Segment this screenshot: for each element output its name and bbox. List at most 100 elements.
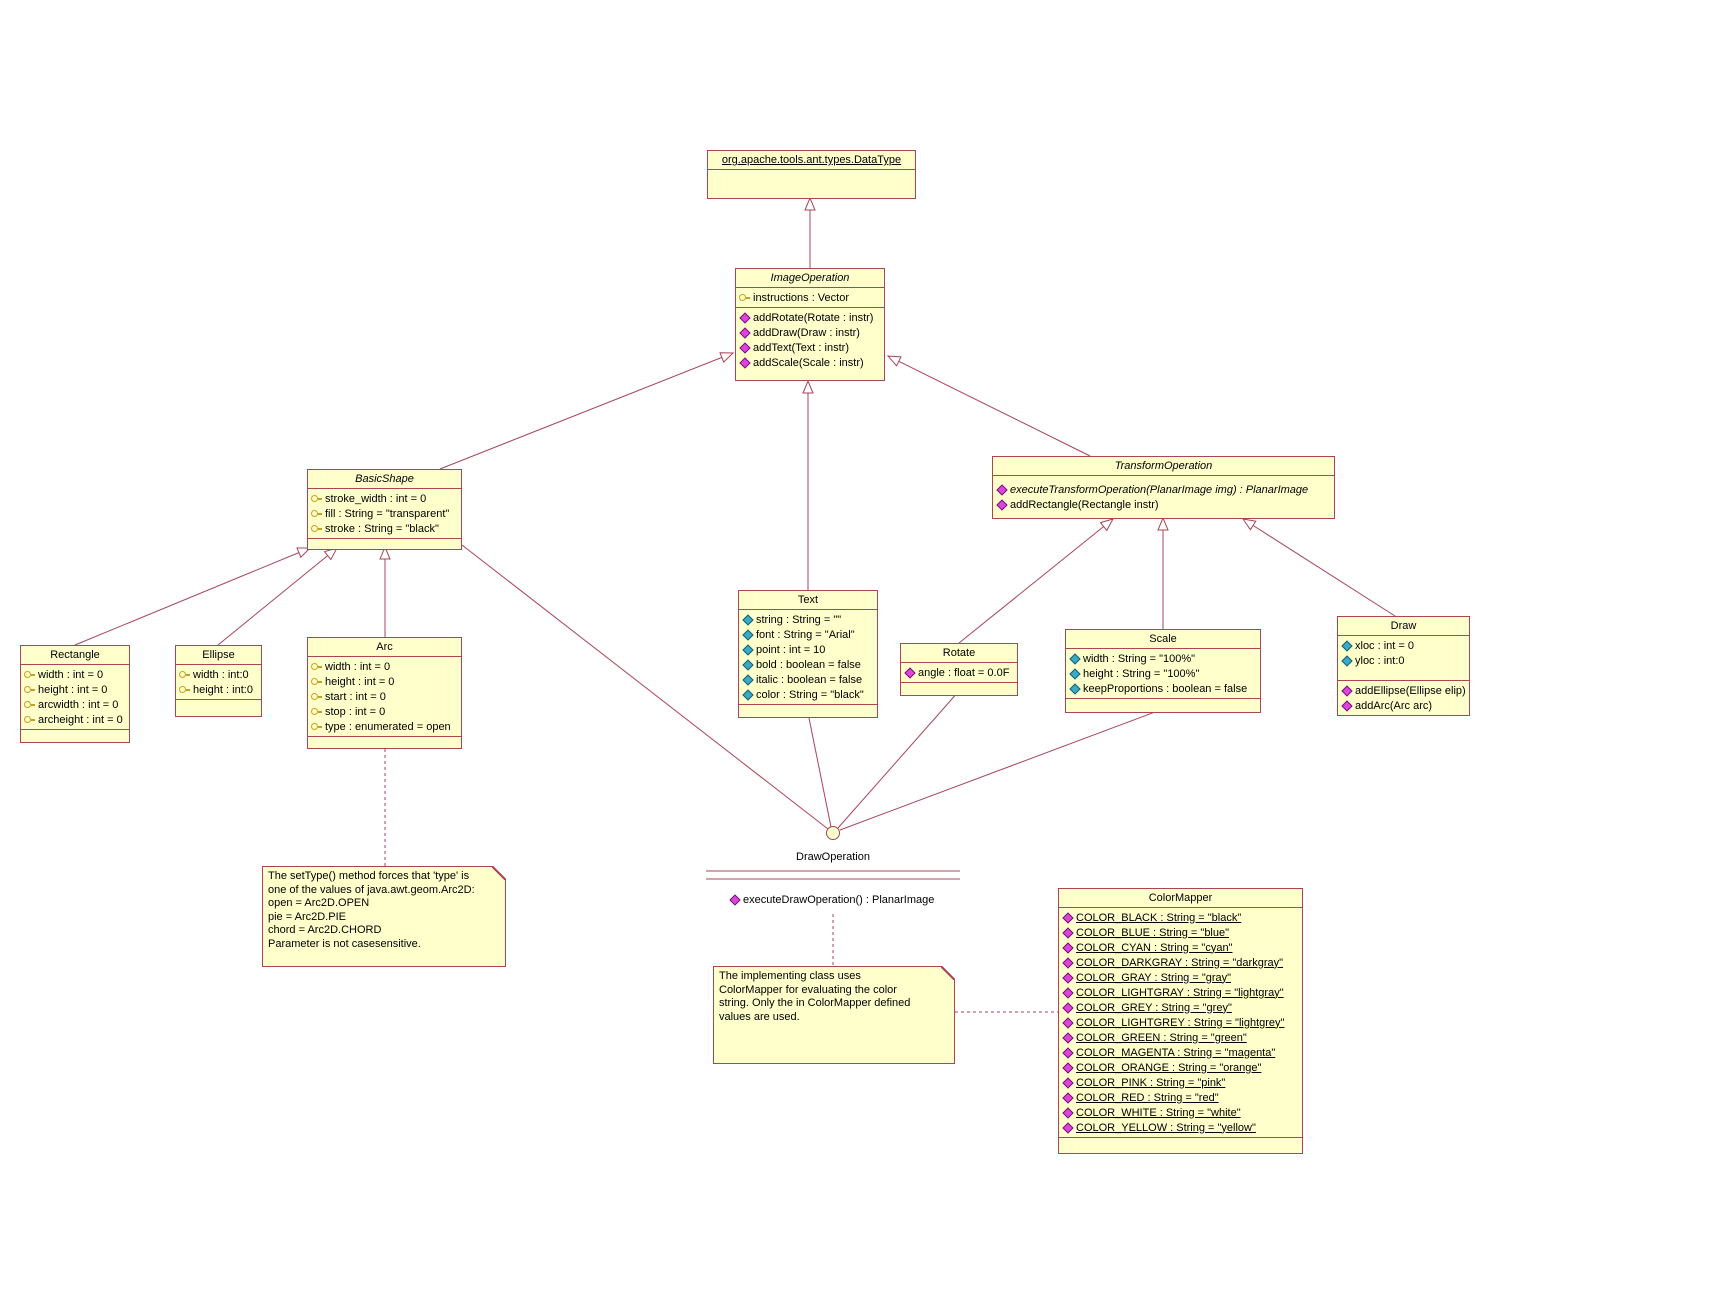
generalization-rotate-transformoperation bbox=[958, 518, 1115, 644]
member-visibility-icon bbox=[1062, 972, 1073, 983]
member-visibility-icon bbox=[1062, 1107, 1073, 1118]
member-visibility-icon bbox=[1062, 987, 1073, 998]
member-visibility-icon bbox=[311, 691, 322, 702]
member-row: width : String = "100%" bbox=[1067, 651, 1259, 666]
member-row: xloc : int = 0 bbox=[1339, 638, 1468, 653]
realization-scale-drawoperation bbox=[839, 708, 1164, 831]
member-text: fill : String = "transparent" bbox=[325, 507, 450, 520]
realization-rotate-drawoperation bbox=[837, 690, 960, 829]
member-row: COLOR_BLUE : String = "blue" bbox=[1060, 925, 1301, 940]
member-text: width : int = 0 bbox=[38, 668, 104, 681]
member-visibility-icon bbox=[904, 667, 915, 678]
member-row: instructions : Vector bbox=[737, 290, 883, 305]
class-arc[interactable]: Arc width : int = 0 height : int = 0 sta… bbox=[307, 637, 462, 749]
class-colormapper[interactable]: ColorMapper COLOR_BLACK : String = "blac… bbox=[1058, 888, 1303, 1154]
member-visibility-icon bbox=[311, 523, 322, 534]
member-text: archeight : int = 0 bbox=[38, 713, 123, 726]
member-text: COLOR_LIGHTGREY : String = "lightgrey" bbox=[1076, 1016, 1285, 1029]
member-visibility-icon bbox=[179, 669, 190, 680]
member-row: stroke : String = "black" bbox=[309, 521, 460, 536]
member-visibility-icon bbox=[1341, 640, 1352, 651]
member-row: COLOR_PINK : String = "pink" bbox=[1060, 1075, 1301, 1090]
member-text: type : enumerated = open bbox=[325, 720, 451, 733]
member-row: height : int = 0 bbox=[309, 674, 460, 689]
note-arc-settype[interactable]: The setType() method forces that 'type' … bbox=[262, 866, 506, 967]
interface-lollipop bbox=[826, 826, 840, 840]
note-text: The implementing class uses ColorMapper … bbox=[719, 970, 911, 1023]
class-ellipse[interactable]: Ellipse width : int:0 height : int:0 bbox=[175, 645, 262, 717]
attributes-compartment: width : String = "100%" height : String … bbox=[1066, 648, 1260, 698]
member-visibility-icon bbox=[1062, 1077, 1073, 1088]
member-text: height : int = 0 bbox=[38, 683, 108, 696]
note-text: The setType() method forces that 'type' … bbox=[268, 870, 475, 950]
member-visibility-icon bbox=[311, 508, 322, 519]
member-visibility-icon bbox=[1069, 683, 1080, 694]
member-row: addRotate(Rotate : instr) bbox=[737, 310, 883, 325]
member-visibility-icon bbox=[739, 327, 750, 338]
class-name: org.apache.tools.ant.types.DataType bbox=[721, 154, 902, 166]
class-name: ColorMapper bbox=[1148, 892, 1213, 904]
member-text: COLOR_BLUE : String = "blue" bbox=[1076, 926, 1230, 939]
attributes-compartment: xloc : int = 0 yloc : int:0 bbox=[1338, 635, 1469, 680]
attributes-compartment: width : int = 0 height : int = 0 arcwidt… bbox=[21, 664, 129, 729]
member-visibility-icon bbox=[739, 342, 750, 353]
class-name: Scale bbox=[1149, 633, 1177, 645]
class-rectangle[interactable]: Rectangle width : int = 0 height : int =… bbox=[20, 645, 130, 743]
class-text[interactable]: Text string : String = "" font : String … bbox=[738, 590, 878, 718]
member-text: COLOR_PINK : String = "pink" bbox=[1076, 1076, 1226, 1089]
member-row: width : int = 0 bbox=[309, 659, 460, 674]
member-row: COLOR_CYAN : String = "cyan" bbox=[1060, 940, 1301, 955]
class-basicshape[interactable]: BasicShape stroke_width : int = 0 fill :… bbox=[307, 469, 462, 550]
member-visibility-icon bbox=[1062, 942, 1073, 953]
class-transformoperation[interactable]: TransformOperation executeTransformOpera… bbox=[992, 456, 1335, 519]
class-name: Draw bbox=[1390, 620, 1417, 632]
member-text: start : int = 0 bbox=[325, 690, 386, 703]
class-name: BasicShape bbox=[355, 473, 414, 485]
member-visibility-icon bbox=[1062, 1002, 1073, 1013]
empty-compartment bbox=[708, 169, 915, 198]
attributes-compartment: stroke_width : int = 0 fill : String = "… bbox=[308, 488, 461, 538]
member-text: COLOR_LIGHTGRAY : String = "lightgray" bbox=[1076, 986, 1284, 999]
member-row: angle : float = 0.0F bbox=[902, 665, 1016, 680]
member-visibility-icon bbox=[739, 357, 750, 368]
member-visibility-icon bbox=[1341, 655, 1352, 666]
member-row: type : enumerated = open bbox=[309, 719, 460, 734]
realization-text-drawoperation bbox=[807, 712, 832, 828]
member-text: COLOR_CYAN : String = "cyan" bbox=[1076, 941, 1233, 954]
member-text: addText(Text : instr) bbox=[753, 341, 849, 354]
realization-basicshape-drawoperation bbox=[461, 544, 829, 830]
member-row: stroke_width : int = 0 bbox=[309, 491, 460, 506]
member-visibility-icon bbox=[742, 659, 753, 670]
member-visibility-icon bbox=[1341, 685, 1352, 696]
member-visibility-icon bbox=[24, 699, 35, 710]
attributes-compartment: COLOR_BLACK : String = "black" COLOR_BLU… bbox=[1059, 907, 1302, 1137]
class-draw[interactable]: Draw xloc : int = 0 yloc : int:0 addElli… bbox=[1337, 616, 1470, 716]
note-colormapper-usage[interactable]: The implementing class uses ColorMapper … bbox=[713, 966, 955, 1064]
empty-compartment bbox=[21, 729, 129, 742]
member-text: height : int = 0 bbox=[325, 675, 395, 688]
member-visibility-icon bbox=[311, 493, 322, 504]
member-text: width : int:0 bbox=[193, 668, 249, 681]
member-row: archeight : int = 0 bbox=[22, 712, 128, 727]
member-text: string : String = "" bbox=[756, 613, 842, 626]
empty-compartment bbox=[308, 538, 461, 549]
member-text: height : int:0 bbox=[193, 683, 253, 696]
member-row: start : int = 0 bbox=[309, 689, 460, 704]
generalization-transformoperation-imageoperation bbox=[886, 355, 1091, 457]
attributes-compartment: instructions : Vector bbox=[736, 287, 884, 307]
class-name: Rotate bbox=[942, 647, 976, 659]
attributes-compartment: width : int = 0 height : int = 0 start :… bbox=[308, 656, 461, 736]
member-row: COLOR_LIGHTGRAY : String = "lightgray" bbox=[1060, 985, 1301, 1000]
class-rotate[interactable]: Rotate angle : float = 0.0F bbox=[900, 643, 1018, 696]
member-visibility-icon bbox=[1069, 668, 1080, 679]
member-text: stroke : String = "black" bbox=[325, 522, 439, 535]
class-datatype[interactable]: org.apache.tools.ant.types.DataType bbox=[707, 150, 916, 199]
class-name: TransformOperation bbox=[1114, 460, 1213, 472]
member-row: width : int = 0 bbox=[22, 667, 128, 682]
class-scale[interactable]: Scale width : String = "100%" height : S… bbox=[1065, 629, 1261, 713]
interface-name[interactable]: DrawOperation bbox=[796, 851, 870, 863]
class-imageoperation[interactable]: ImageOperation instructions : Vector add… bbox=[735, 268, 885, 381]
member-text: addEllipse(Ellipse elip) bbox=[1355, 684, 1466, 697]
generalization-basicshape-imageoperation bbox=[439, 352, 735, 470]
